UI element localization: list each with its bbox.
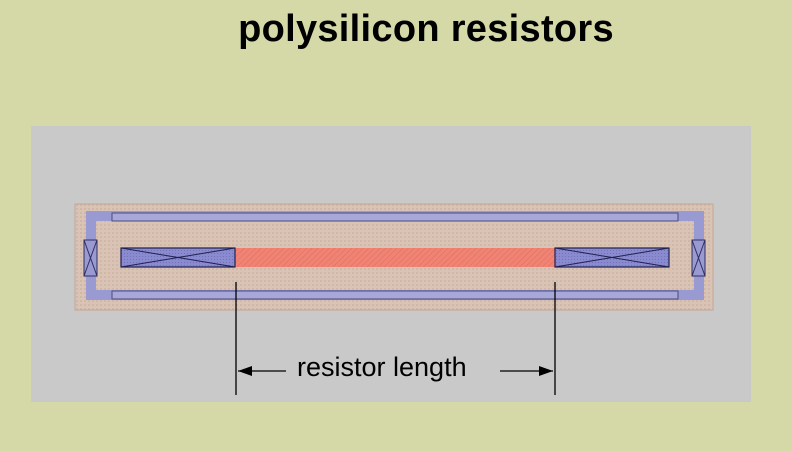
right-ring-contact (691, 239, 706, 277)
guard-stripe-bottom (111, 290, 679, 300)
right-terminal-contact (554, 247, 670, 268)
dimension-arrow-right (500, 366, 553, 376)
dimension-label: resistor length (297, 352, 467, 382)
left-ring-contact (83, 239, 98, 277)
poly-resistor-body (235, 248, 555, 267)
dimension-arrow-left (238, 366, 286, 376)
left-terminal-contact (120, 247, 236, 268)
guard-stripe-top (111, 212, 679, 222)
page-title: polysilicon resistors (238, 8, 614, 50)
